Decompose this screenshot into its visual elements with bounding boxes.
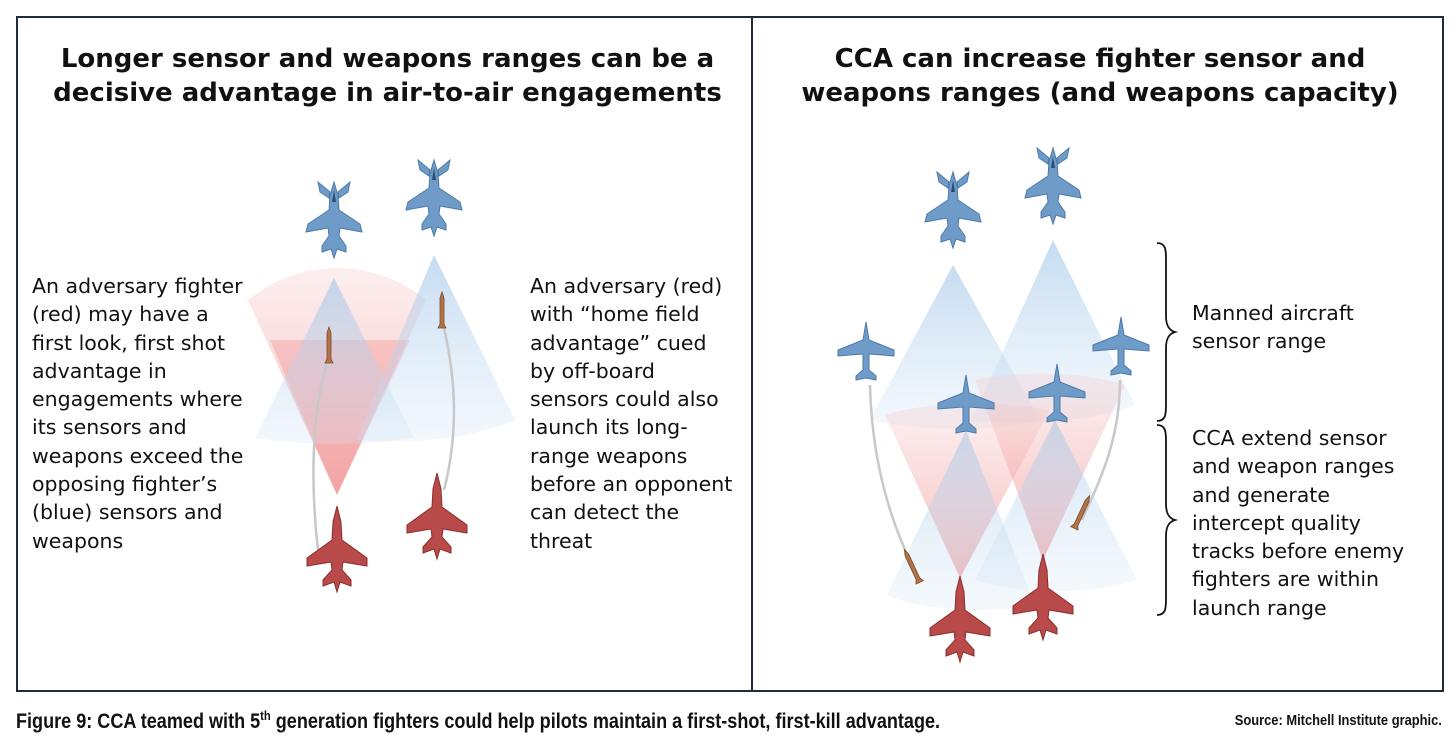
- home-field-line: range weapons: [530, 443, 688, 468]
- home-field-line: before an opponent: [530, 472, 733, 497]
- right-title-line-1: CCA can increase fighter sensor and: [834, 44, 1366, 74]
- manned-fighter-2: [1024, 147, 1082, 225]
- blue-fighter-2: [405, 159, 463, 237]
- left-desc-line: first look, first shot: [32, 330, 226, 355]
- left-desc-line: (red) may have a: [32, 302, 209, 327]
- home-field-line: can detect the: [530, 500, 680, 525]
- cca-line: tracks before enemy: [1192, 539, 1405, 564]
- cca-line: launch range: [1192, 595, 1327, 620]
- cca-line: intercept quality: [1192, 510, 1361, 535]
- left-title-line-1: Longer sensor and weapons ranges can be …: [60, 44, 715, 74]
- figure-caption: Figure 9: CCA teamed with 5th generation…: [16, 708, 940, 734]
- cca-cone-2: [975, 420, 1137, 592]
- missile-trail-1: [312, 359, 330, 551]
- caption-prefix: Figure 9: CCA teamed with 5: [16, 710, 261, 733]
- missile-trail-2: [440, 319, 456, 491]
- figure-frame: [16, 16, 1444, 692]
- left-desc-line: weapons exceed the: [32, 443, 244, 468]
- left-desc-line: opposing fighter’s: [32, 472, 218, 497]
- left-panel-title: Longer sensor and weapons ranges can be …: [30, 42, 745, 110]
- right-panel-art: [837, 147, 1179, 663]
- home-field-line: sensors could also: [530, 387, 719, 412]
- home-field-line: with “home field: [530, 302, 700, 327]
- cca-line: fighters are within: [1192, 567, 1380, 592]
- red-fighter-2: [406, 472, 468, 560]
- brace-cca: [1156, 424, 1179, 616]
- left-desc-line: engagements where: [32, 387, 243, 412]
- right-title-line-2: weapons ranges (and weapons capacity): [801, 78, 1399, 108]
- home-field-line: launch its long-: [530, 415, 688, 440]
- cca-line: and generate: [1192, 482, 1330, 507]
- right-panel-title: CCA can increase fighter sensor and weap…: [760, 42, 1440, 110]
- brace-manned: [1156, 242, 1179, 422]
- blue-fighter-1: [305, 181, 363, 259]
- home-field-line: threat: [530, 528, 593, 553]
- left-desc-line: (blue) sensors and: [32, 500, 223, 525]
- cca-line: CCA extend sensor: [1192, 426, 1387, 450]
- left-desc-line: its sensors and: [32, 415, 187, 440]
- home-field-description: An adversary (red) with “home field adva…: [530, 272, 732, 555]
- cca-range-label: CCA extend sensor and weapon ranges and …: [1192, 424, 1404, 622]
- home-field-line: advantage” cued: [530, 330, 707, 355]
- home-field-line: by off-board: [530, 358, 655, 383]
- manned-fighter-1: [924, 171, 982, 249]
- missile-trail-4: [1080, 379, 1122, 521]
- panel-divider: [751, 16, 753, 692]
- manned-line: sensor range: [1192, 329, 1327, 354]
- caption-superscript: th: [260, 708, 271, 723]
- left-desc-line: advantage in: [32, 358, 167, 383]
- cca-line: and weapon ranges: [1192, 454, 1395, 479]
- caption-suffix: generation fighters could help pilots ma…: [270, 710, 941, 733]
- left-description: An adversary fighter (red) may have a fi…: [32, 272, 243, 555]
- source-credit: Source: Mitchell Institute graphic.: [1234, 712, 1442, 729]
- cca-drone-1: [837, 321, 895, 381]
- home-field-line: An adversary (red): [530, 274, 723, 298]
- left-desc-line: An adversary fighter: [32, 274, 243, 298]
- left-desc-line: weapons: [32, 528, 124, 553]
- blue-sensor-cone-2: [356, 255, 515, 442]
- manned-range-label: Manned aircraft sensor range: [1192, 299, 1354, 356]
- left-title-line-2: decisive advantage in air-to-air engagem…: [53, 78, 722, 108]
- left-panel-art: [248, 159, 515, 593]
- manned-line: Manned aircraft: [1192, 301, 1354, 325]
